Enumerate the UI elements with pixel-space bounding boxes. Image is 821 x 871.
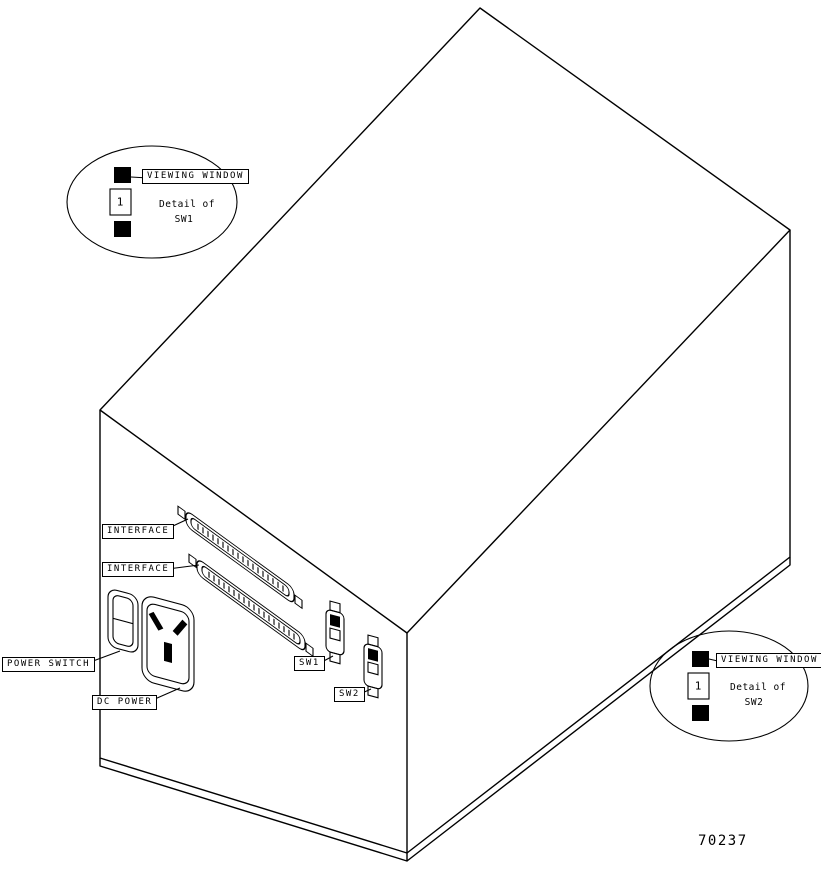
sw2-detail-lower-block-icon (692, 705, 709, 721)
sw1-window-icon (330, 614, 340, 628)
inlet-recess (146, 603, 190, 685)
figure-number: 70237 (698, 833, 748, 849)
power-switch-divider (113, 617, 133, 625)
connector-jackscrew-icon (177, 505, 186, 521)
box-right-face (406, 230, 791, 854)
label-viewing-window-sw2: VIEWING WINDOW (716, 653, 821, 668)
label-viewing-window-sw1: VIEWING WINDOW (142, 169, 249, 184)
sw1-detail-caption-line1: Detail of (159, 199, 215, 210)
connector-jackscrew-icon (305, 642, 314, 658)
sw2-detail-ellipse (649, 630, 809, 742)
label-sw2: SW2 (334, 687, 365, 702)
inlet-prongs-icon (148, 611, 188, 664)
interface-connector-bottom (188, 553, 314, 658)
power-switch (107, 589, 139, 653)
sw1-detail-caption-line2: SW1 (174, 214, 194, 225)
sw2-detail-caption-line1: Detail of (730, 682, 786, 693)
sw1-detail-ellipse (66, 145, 238, 259)
sw2-detail-caption-line2: SW2 (744, 697, 764, 708)
connector-jackscrew-icon (188, 553, 197, 569)
connector-shell (185, 512, 295, 603)
label-power-switch: POWER SWITCH (2, 657, 96, 672)
sw1-detail-position-window (109, 188, 132, 216)
sw1-bottom-tab (329, 651, 341, 665)
inlet-bezel (141, 596, 195, 692)
sw1-detail-position-digit: 1 (116, 195, 124, 209)
sw2-switch (363, 634, 383, 699)
label-interface-bottom: INTERFACE (102, 562, 175, 577)
connector-pins-icon (208, 571, 295, 640)
connector-insert (190, 517, 290, 597)
sw2-window-icon (368, 648, 378, 662)
connector-pins-icon (197, 523, 284, 592)
sw2-detail-switch (687, 651, 710, 721)
label-dc-power: DC POWER (92, 695, 158, 710)
power-switch-bezel (107, 589, 139, 653)
label-sw1: SW1 (294, 656, 325, 671)
sw2-bottom-tab (367, 685, 379, 699)
box-left-face (99, 410, 408, 854)
sw1-detail-viewing-window-icon (114, 167, 131, 183)
sw2-detail-position-digit: 1 (694, 679, 702, 693)
sw2-detail-position-window (687, 672, 710, 700)
sw1-detail-lower-block-icon (114, 221, 131, 237)
sw2-detail-viewing-window-icon (692, 651, 709, 667)
device-box (99, 7, 791, 862)
connector-shell (196, 560, 306, 651)
connector-jackscrew-icon (294, 594, 303, 610)
interface-connector-top (177, 505, 303, 610)
label-interface-top: INTERFACE (102, 524, 175, 539)
sw1-detail-switch (109, 167, 132, 237)
dc-power-inlet (141, 596, 195, 692)
sw1-switch (325, 600, 345, 665)
sw1-setting-window (329, 627, 341, 642)
connector-insert (201, 565, 301, 645)
box-base (99, 557, 791, 862)
sw2-setting-window (367, 661, 379, 676)
